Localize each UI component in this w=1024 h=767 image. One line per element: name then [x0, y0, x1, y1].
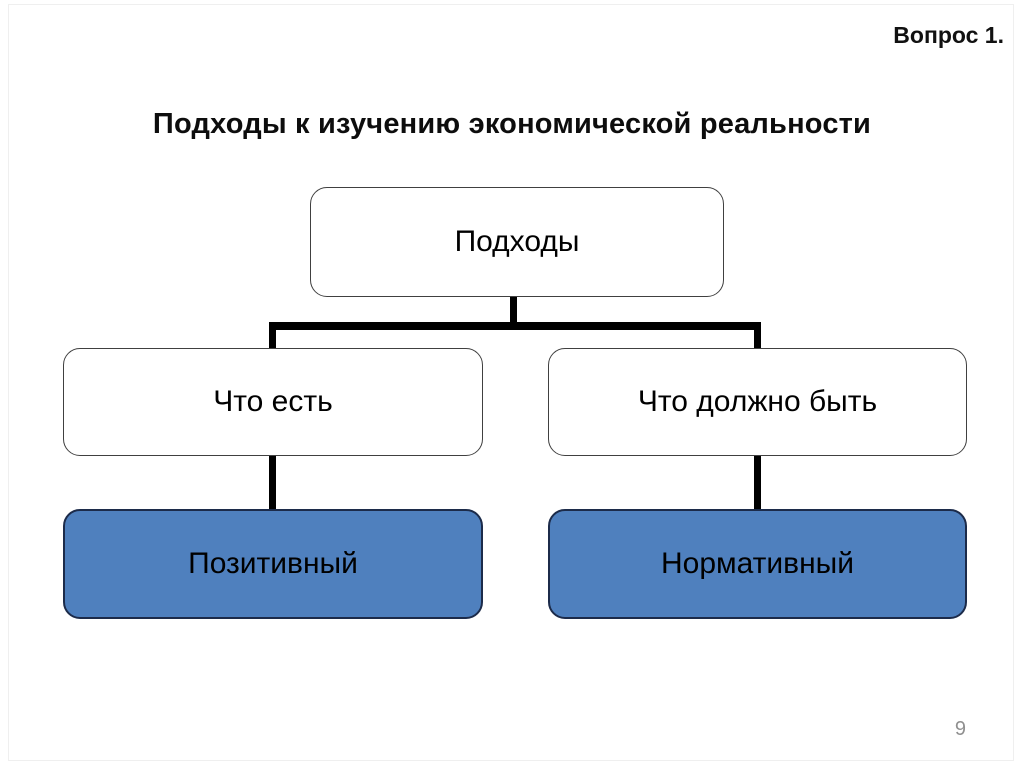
node-approaches: Подходы	[310, 187, 724, 297]
connector-root-stub	[510, 296, 517, 330]
node-what-should-be-label: Что должно быть	[637, 385, 878, 418]
page-title: Подходы к изучению экономической реально…	[152, 108, 872, 140]
connector-left-branch-stub	[269, 456, 276, 510]
question-label: Вопрос 1.	[893, 22, 1004, 48]
node-positive-label: Позитивный	[188, 547, 358, 580]
connector-horizontal-bar	[269, 322, 761, 330]
node-normative-label: Нормативный	[660, 547, 854, 580]
node-what-is: Что есть	[63, 348, 483, 456]
connector-drop-left	[269, 322, 276, 349]
page-number: 9	[954, 718, 966, 740]
node-approaches-label: Подходы	[454, 225, 580, 258]
node-what-is-label: Что есть	[213, 385, 333, 418]
connector-right-branch-stub	[754, 456, 761, 510]
node-positive: Позитивный	[63, 509, 483, 619]
node-normative: Нормативный	[548, 509, 967, 619]
node-what-should-be: Что должно быть	[548, 348, 967, 456]
connector-drop-right	[754, 322, 761, 349]
